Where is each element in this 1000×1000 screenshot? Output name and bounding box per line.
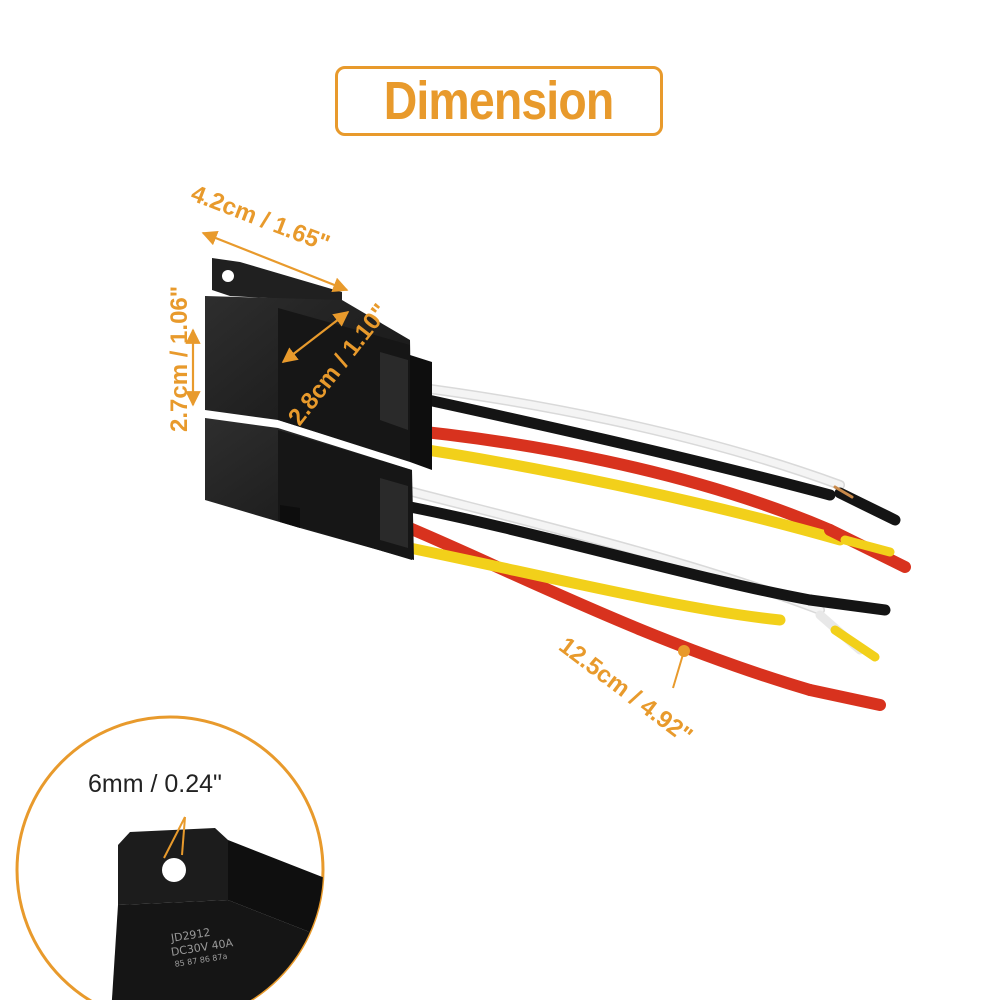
- width-arrow: [201, 230, 349, 293]
- wire-yellow-lower: [389, 539, 786, 626]
- wire-ends: [804, 485, 911, 711]
- wire-harness: [379, 380, 846, 696]
- wire-red-upper: [379, 422, 836, 536]
- wire-yellow-upper: [389, 439, 846, 546]
- dimension-arrow-icon: [185, 230, 350, 407]
- lead-pointer-icon: [672, 645, 690, 689]
- wire-black-lower: [394, 499, 816, 606]
- wire-red-lower: [384, 514, 816, 696]
- title-frame: Dimension: [335, 66, 663, 136]
- wire-black-upper: [399, 389, 836, 501]
- depth-arrow: [281, 311, 350, 363]
- relay-socket-lower: [205, 418, 414, 560]
- height-label: 2.7cm / 1.06": [166, 285, 193, 432]
- title: Dimension: [384, 71, 615, 131]
- hole-size-label: 6mm / 0.24": [88, 770, 222, 798]
- mounting-hole-inset: [15, 715, 325, 1000]
